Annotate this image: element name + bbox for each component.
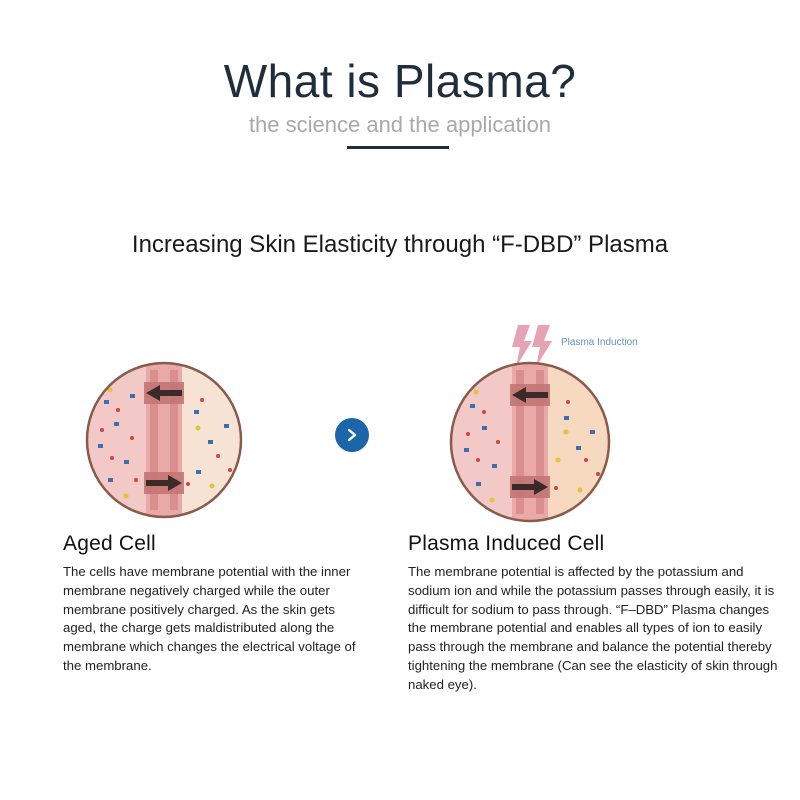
chevron-right-icon [347,428,357,442]
aged-cell-heading: Aged Cell [63,532,156,555]
aged-cell-section: Aged Cell The cells have membrane potent… [63,532,363,676]
title-divider [347,146,449,149]
charge-arrow-icon [146,385,182,491]
plasma-cell-heading: Plasma Induced Cell [408,532,605,555]
page-subtitle: the science and the application [248,112,552,137]
ion-dots [98,394,229,482]
plasma-cell-description: The membrane potential is affected by th… [408,564,778,692]
aged-cell-description: The cells have membrane potential with t… [63,564,356,673]
section-headline: Increasing Skin Elasticity through “F-DB… [131,231,669,258]
next-arrow-button[interactable] [335,418,369,452]
plasma-induction-label: Plasma Induction [561,337,638,348]
ion-dots [464,404,595,486]
charge-arrow-icon [512,387,548,495]
page-title: What is Plasma? [223,55,577,107]
lightning-bolt-icon [512,325,552,367]
aged-cell-illustration [85,361,243,519]
plasma-cell-illustration [449,361,611,523]
plasma-cell-section: Plasma Induced Cell The membrane potenti… [408,532,778,695]
